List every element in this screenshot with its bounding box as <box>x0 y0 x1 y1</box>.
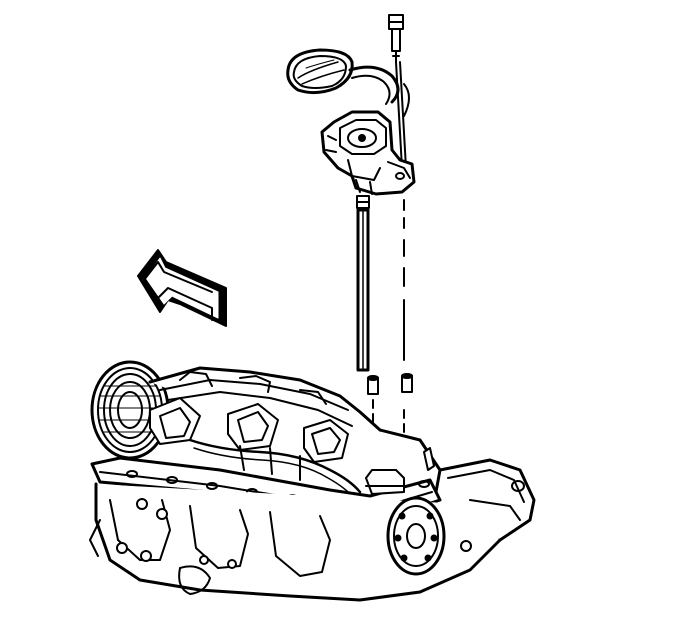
engine-block-icon <box>89 360 536 602</box>
pickup-screen-icon <box>286 48 410 117</box>
bolt-icon <box>388 14 407 441</box>
shaft-icon <box>356 195 370 372</box>
arrow-left-icon <box>137 249 227 327</box>
pump-body-icon <box>320 110 416 196</box>
dowel-icon <box>401 373 413 393</box>
